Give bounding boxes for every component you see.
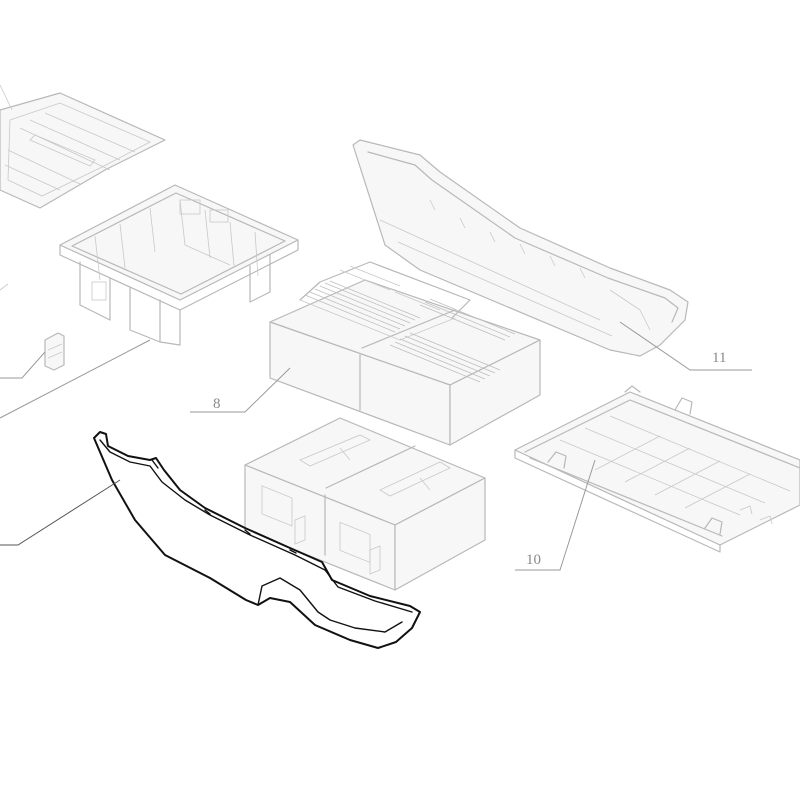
lower-side-trim-highlighted-part	[93, 431, 421, 649]
leader-line-part-10	[515, 459, 596, 571]
leader-line-part-8	[190, 367, 291, 413]
callout-label-part-11: 11	[712, 350, 726, 366]
battery-pair-part-8	[269, 261, 541, 446]
floor-tray-part-10	[514, 385, 800, 553]
side-trim-part-11	[352, 139, 689, 357]
leader-line-left-upper	[0, 351, 46, 379]
frame-tray-part	[59, 184, 299, 346]
leader-line-left-middle	[0, 339, 151, 419]
leader-line-part-11	[619, 321, 752, 371]
callout-label-part-10: 10	[526, 552, 541, 568]
battery-pair-lower-part	[244, 417, 486, 591]
floor-panel-part	[0, 84, 166, 209]
leader-line-highlighted-part	[0, 479, 121, 546]
callout-label-part-8: 8	[213, 396, 221, 412]
small-bracket-part	[0, 283, 65, 371]
